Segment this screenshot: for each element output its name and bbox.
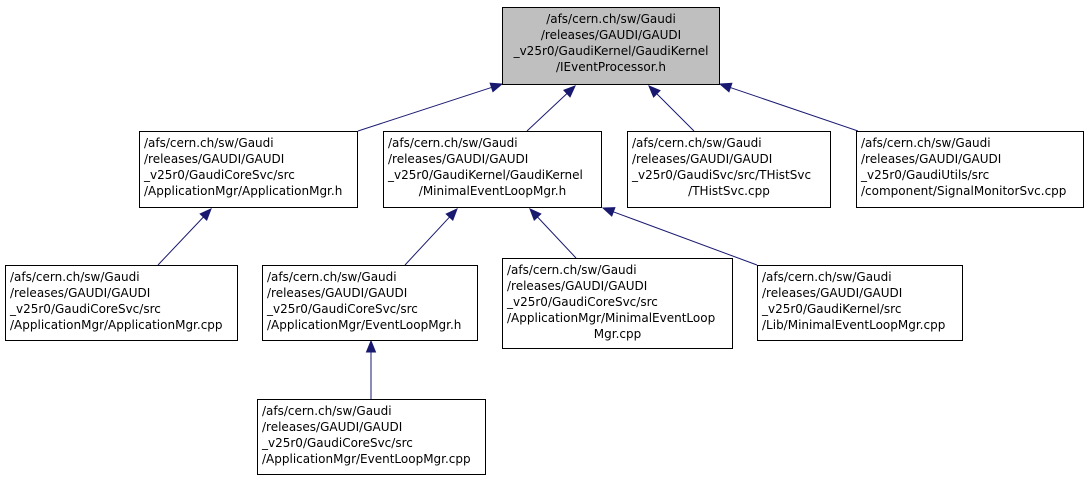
node-line: _v25r0/GaudiKernel/GaudiKernel bbox=[388, 168, 583, 182]
edge-signalmon-to-root bbox=[730, 87, 859, 132]
node-line: /component/SignalMonitorSvc.cpp bbox=[861, 184, 1067, 198]
node-line: /afs/cern.ch/sw/Gaudi bbox=[507, 263, 637, 277]
node-line: /releases/GAUDI/GAUDI bbox=[144, 152, 285, 166]
node-line: _v25r0/GaudiUtils/src bbox=[861, 168, 990, 182]
node-ieventprocessor-h: /afs/cern.ch/sw/Gaudi /releases/GAUDI/GA… bbox=[502, 7, 720, 85]
edge-minimal-h-to-root bbox=[526, 93, 568, 132]
node-line: /releases/GAUDI/GAUDI bbox=[267, 286, 408, 300]
node-line: /afs/cern.ch/sw/Gaudi bbox=[632, 136, 762, 150]
node-applicationmgr-h[interactable]: /afs/cern.ch/sw/Gaudi /releases/GAUDI/GA… bbox=[139, 131, 358, 208]
node-line: /afs/cern.ch/sw/Gaudi bbox=[10, 270, 140, 284]
node-line: _v25r0/GaudiCoreSvc/src bbox=[267, 302, 418, 316]
edge-appmgr-cpp-to-appmgr-h bbox=[157, 216, 204, 266]
node-line: /ApplicationMgr/ApplicationMgr.h bbox=[144, 184, 343, 198]
edge-minimal-app-cpp-to-minimal-h bbox=[537, 216, 577, 259]
node-line: _v25r0/GaudiKernel/src bbox=[762, 302, 902, 316]
node-line: /THistSvc.cpp bbox=[688, 184, 770, 198]
node-line: _v25r0/GaudiCoreSvc/src bbox=[262, 436, 413, 450]
node-line: Mgr.cpp bbox=[593, 327, 642, 341]
node-applicationmgr-cpp[interactable]: /afs/cern.ch/sw/Gaudi /releases/GAUDI/GA… bbox=[5, 265, 238, 341]
node-line: /IEventProcessor.h bbox=[555, 60, 667, 74]
node-line: /releases/GAUDI/GAUDI bbox=[10, 286, 151, 300]
node-line: /afs/cern.ch/sw/Gaudi bbox=[762, 270, 892, 284]
node-eventloopmgr-h[interactable]: /afs/cern.ch/sw/Gaudi /releases/GAUDI/GA… bbox=[262, 265, 478, 341]
node-line: /ApplicationMgr/MinimalEventLoop bbox=[507, 311, 716, 325]
node-line: /releases/GAUDI/GAUDI bbox=[632, 152, 773, 166]
node-line: /afs/cern.ch/sw/Gaudi bbox=[144, 136, 274, 150]
edge-evtloop-h-to-minimal-h bbox=[404, 216, 450, 266]
node-line: /releases/GAUDI/GAUDI bbox=[762, 286, 903, 300]
node-signalmonitorsvc-cpp[interactable]: /afs/cern.ch/sw/Gaudi /releases/GAUDI/GA… bbox=[856, 131, 1084, 208]
node-line: /releases/GAUDI/GAUDI bbox=[861, 152, 1002, 166]
arrowhead-evtloop-cpp-to-evtloop-h bbox=[365, 339, 377, 353]
node-line: /afs/cern.ch/sw/Gaudi bbox=[388, 136, 518, 150]
arrowhead-appmgr-cpp-to-appmgr-h bbox=[199, 208, 212, 221]
node-line: /releases/GAUDI/GAUDI bbox=[262, 420, 403, 434]
node-line: /afs/cern.ch/sw/Gaudi bbox=[267, 270, 397, 284]
arrowhead-thistsvc-to-root bbox=[648, 85, 661, 98]
node-line: _v25r0/GaudiSvc/src/THistSvc bbox=[632, 168, 812, 182]
node-line: /releases/GAUDI/GAUDI bbox=[388, 152, 529, 166]
node-line: /afs/cern.ch/sw/Gaudi bbox=[262, 404, 392, 418]
node-line: _v25r0/GaudiCoreSvc/src bbox=[507, 295, 658, 309]
arrowhead-minimal-app-cpp-to-minimal-h bbox=[529, 208, 542, 221]
node-eventloopmgr-cpp[interactable]: /afs/cern.ch/sw/Gaudi /releases/GAUDI/GA… bbox=[257, 399, 486, 475]
node-line: _v25r0/GaudiCoreSvc/src bbox=[144, 168, 295, 182]
node-line: /ApplicationMgr/EventLoopMgr.cpp bbox=[262, 452, 471, 466]
node-line: /ApplicationMgr/EventLoopMgr.h bbox=[267, 318, 462, 332]
arrowhead-minimal-h-to-root bbox=[563, 85, 576, 98]
node-line: /releases/GAUDI/GAUDI bbox=[507, 279, 648, 293]
node-line: _v25r0/GaudiKernel/GaudiKernel bbox=[513, 44, 709, 58]
node-line: /releases/GAUDI/GAUDI bbox=[540, 28, 682, 42]
edge-thistsvc-to-root bbox=[656, 93, 695, 132]
node-line: /MinimalEventLoopMgr.h bbox=[418, 184, 567, 198]
node-applicationmgr-minimaleventloopmgr-cpp[interactable]: /afs/cern.ch/sw/Gaudi /releases/GAUDI/GA… bbox=[502, 258, 733, 349]
node-line: /Lib/MinimalEventLoopMgr.cpp bbox=[762, 318, 946, 332]
node-minimaleventloopmgr-h[interactable]: /afs/cern.ch/sw/Gaudi /releases/GAUDI/GA… bbox=[383, 131, 602, 208]
node-line: _v25r0/GaudiCoreSvc/src bbox=[10, 302, 161, 316]
arrowhead-signalmon-to-root bbox=[718, 82, 733, 93]
node-lib-minimaleventloopmgr-cpp[interactable]: /afs/cern.ch/sw/Gaudi /releases/GAUDI/GA… bbox=[757, 265, 963, 341]
edge-appmgr-h-to-root bbox=[357, 86, 492, 132]
node-line: /afs/cern.ch/sw/Gaudi bbox=[861, 136, 991, 150]
node-thistsvc-cpp[interactable]: /afs/cern.ch/sw/Gaudi /releases/GAUDI/GA… bbox=[627, 131, 831, 208]
arrowhead-minimal-lib-cpp-to-minimal-h bbox=[601, 207, 616, 217]
node-line: /afs/cern.ch/sw/Gaudi bbox=[546, 12, 676, 26]
edge-minimal-lib-cpp-to-minimal-h bbox=[613, 211, 758, 266]
arrowhead-evtloop-h-to-minimal-h bbox=[445, 208, 458, 221]
node-line: /ApplicationMgr/ApplicationMgr.cpp bbox=[10, 318, 223, 332]
arrowhead-appmgr-h-to-root bbox=[489, 82, 504, 93]
